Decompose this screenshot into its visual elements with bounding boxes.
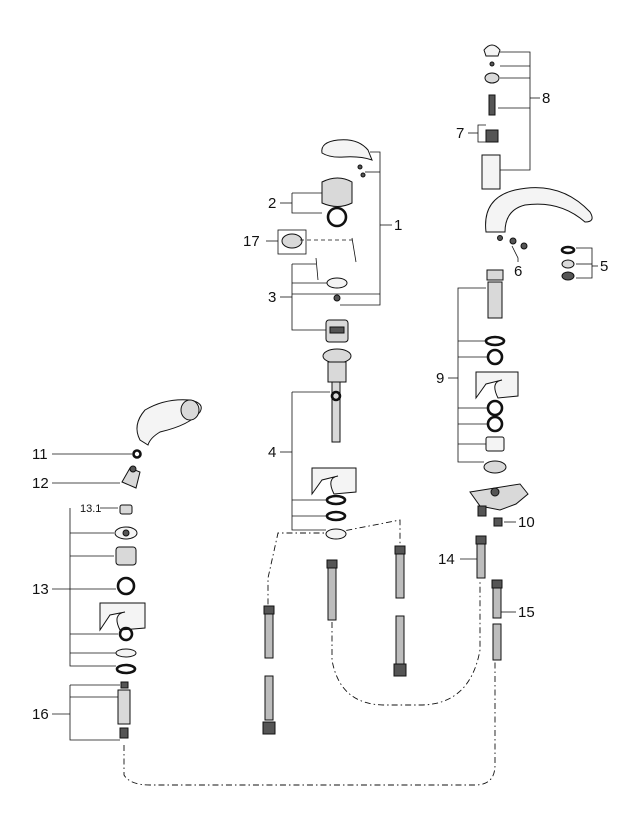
part-8-knob [483,44,501,57]
part-9-nut [483,460,507,474]
callout-1: 1 [394,217,402,234]
spout-group [448,44,598,527]
callout-17: 17 [243,233,260,250]
part-17-box [277,229,307,255]
callout-4: 4 [268,444,276,461]
callout-16: 16 [32,706,49,723]
hose-3-lower [395,615,405,665]
part-13-washer [115,648,137,658]
part-5-ring-a [560,245,576,255]
spout [485,187,593,233]
part-8-spindle [488,94,496,116]
part-4-washer-b [325,510,347,522]
hand-shower-group [52,399,202,741]
mixer-group [266,139,392,540]
hose-15-upper [492,587,502,619]
part-12-swivel [121,467,141,489]
part-3-ring [326,277,348,289]
spout-screw-b [520,242,528,250]
part-9-oring-a [486,348,504,366]
part-5-ring-b [561,259,575,269]
hose-14-top-nut [475,535,487,545]
callout-12: 12 [32,475,49,492]
part-4-nut [325,528,347,540]
part-9-sleeve [485,436,505,452]
part-5-ring-c [561,271,575,281]
hose-1-top-nut [263,605,275,615]
part-16-body [117,689,131,725]
mixer-wrench [311,467,357,496]
lever-handle [321,139,373,161]
hose-3-bottom-nut [393,663,407,677]
mixer-threaded-rod [331,381,341,443]
diverter-outlet [477,505,487,517]
hose-2-body [327,567,337,621]
part-13-oring-a [116,576,136,596]
hoses [262,535,516,735]
part-16-nipple-bottom [119,727,129,739]
hose-15-lower [492,623,502,661]
mixer-thread [327,361,347,383]
part-13-seal [115,663,137,675]
part-9-wrench [475,371,519,400]
callout-8: 8 [542,90,550,107]
part-10-plug [493,517,503,527]
part-16-nipple-top [120,681,129,689]
part-9-top-nut [486,269,504,281]
part-2-cap [321,177,353,207]
callout-5: 5 [600,258,608,275]
part-13-wrench [99,602,146,632]
part-9-thread [487,281,503,319]
part-2-oring [326,206,348,228]
callout-11: 11 [32,446,48,463]
part-13-thread [115,546,137,566]
hose-3-upper [395,553,405,599]
callout-14: 14 [438,551,455,568]
callout-9: 9 [436,370,444,387]
mixer-oring [330,390,342,402]
hose-3-top-nut [394,545,406,555]
hose-14-body [476,543,486,579]
part-8-ring [484,72,500,84]
spout-screw-a [509,237,517,245]
hose-2-top-nut [326,559,338,569]
callout-13-1: 13.1 [80,503,101,515]
connection-lines [123,519,496,786]
callout-13: 13 [32,581,49,598]
part-13-1-nut [119,504,133,515]
callout-labels: 1 2 3 4 5 6 7 8 9 10 11 12 13 13.1 14 15… [32,90,608,723]
callout-7: 7 [456,125,464,142]
hose-1-bottom-nut [262,721,276,735]
mixer-body-top [322,348,352,364]
part-9-ring-a [484,335,506,347]
hose-15-top-nut [491,579,503,589]
callout-2: 2 [268,195,276,212]
callout-3: 3 [268,289,276,306]
callout-6: 6 [514,263,522,280]
part-13-oring-b [118,626,134,642]
part-9-oring-c [486,415,504,433]
part-8-sleeve [481,154,501,190]
callout-10: 10 [518,514,535,531]
part-11-ring [132,449,142,459]
part-4-washer-a [325,494,347,506]
hose-1-upper [264,613,274,659]
part-7-screw [485,129,499,143]
part-9-oring-b [486,399,504,417]
hose-1-lower [264,675,274,721]
callout-15: 15 [518,604,535,621]
